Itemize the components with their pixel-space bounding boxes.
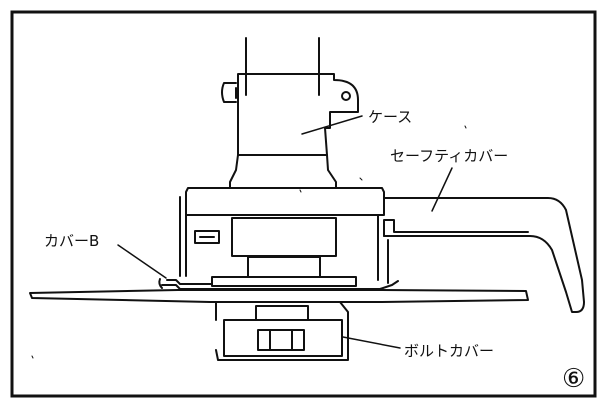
safety-cover <box>179 187 585 313</box>
bolt-cover-leader <box>342 336 401 349</box>
case-leader <box>301 115 363 135</box>
bolt-cover <box>215 301 349 361</box>
label-case: ケース <box>368 108 412 126</box>
label-bolt-cover: ボルトカバー <box>404 342 494 360</box>
cover-b <box>158 278 399 290</box>
figure-number: ⑥ <box>562 364 585 394</box>
label-cover-b: カバーB <box>44 232 99 250</box>
cover-b-leader <box>117 244 167 279</box>
texture-marks <box>31 57 467 359</box>
blade <box>29 289 529 303</box>
shaft <box>245 37 320 96</box>
figure-frame <box>10 10 597 398</box>
leader-lines <box>117 115 453 349</box>
case <box>211 73 359 287</box>
safety-cover-leader <box>431 167 453 212</box>
label-safety-cover: セーフティカバー <box>390 147 508 165</box>
